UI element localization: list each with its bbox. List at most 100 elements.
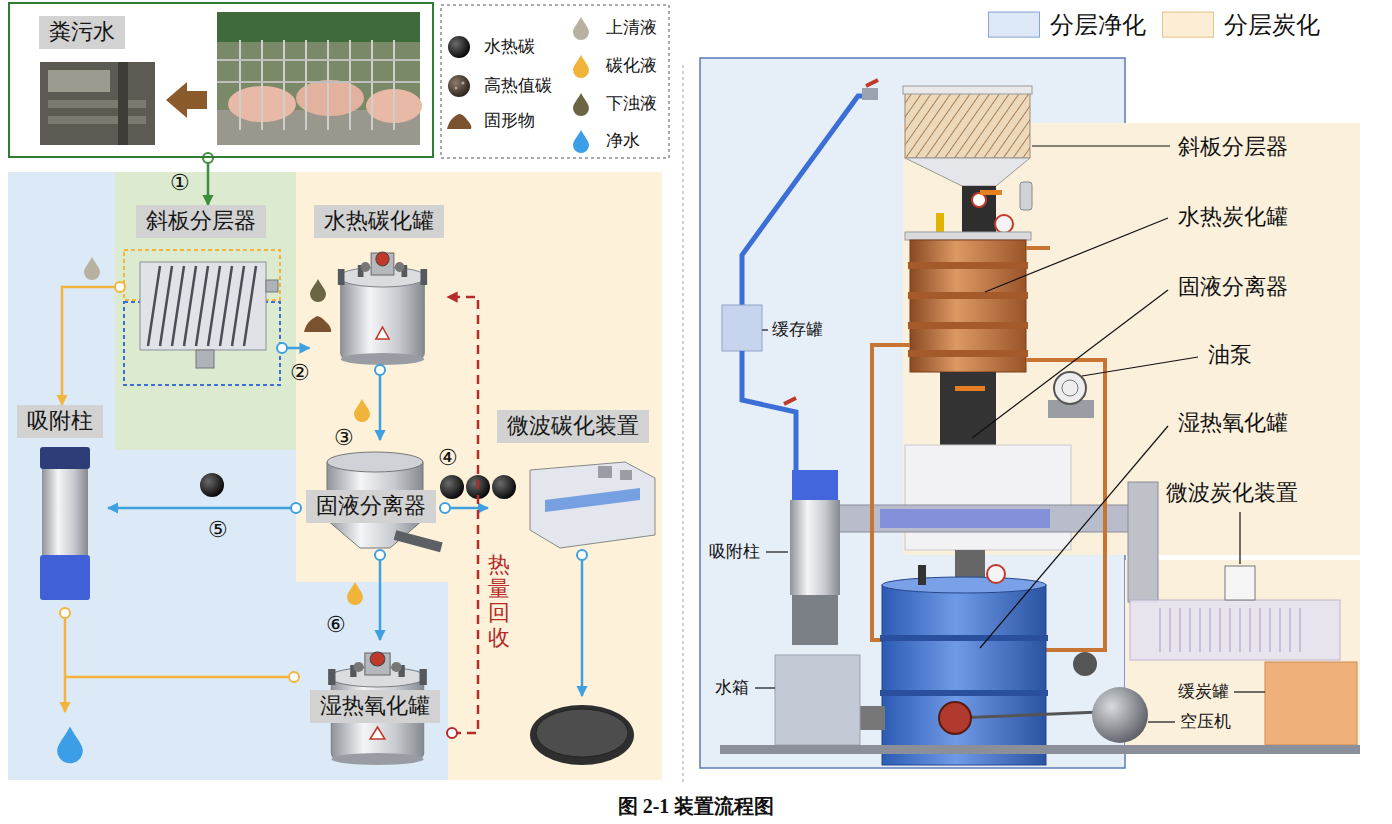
flow-arrow bbox=[375, 365, 385, 440]
legend-swatch bbox=[988, 12, 1040, 38]
hydrochar-ball bbox=[200, 473, 224, 497]
apparatus-drawing bbox=[830, 505, 1130, 532]
apparatus-drawing bbox=[792, 470, 838, 500]
leader-line bbox=[985, 218, 1168, 292]
outflow-line bbox=[60, 608, 70, 618]
sewage-photo bbox=[48, 116, 146, 124]
solid-liquid-separator-drawing bbox=[394, 530, 443, 552]
microwave-device-drawing bbox=[530, 462, 655, 548]
pig-farm-photo bbox=[217, 12, 420, 145]
apparatus-drawing bbox=[1160, 608, 1300, 652]
source-frame: 粪污水 bbox=[8, 2, 434, 158]
equipment-label: 水热碳化罐 bbox=[314, 205, 444, 238]
sewage-photo bbox=[40, 62, 155, 145]
high-value-char-icon bbox=[455, 87, 458, 90]
leader-line bbox=[972, 290, 1168, 438]
equipment-label: 粪污水 bbox=[39, 16, 125, 49]
apparatus-drawing bbox=[995, 215, 1013, 233]
apparatus-drawing bbox=[880, 635, 1048, 641]
step-number: ③ bbox=[334, 425, 354, 451]
legend-icon bbox=[568, 15, 594, 41]
microwave-device-drawing bbox=[545, 488, 640, 512]
apparatus-drawing bbox=[955, 712, 1100, 718]
part-name: 水箱 bbox=[715, 678, 749, 698]
liquid-drop-icon bbox=[573, 55, 589, 78]
apparatus-drawing bbox=[908, 322, 1028, 329]
edge-label: 热量回收 bbox=[488, 553, 510, 650]
hydrothermal-tank bbox=[338, 252, 427, 365]
pig-farm-photo bbox=[217, 60, 420, 82]
outflow-line bbox=[65, 676, 289, 679]
apparatus-drawing bbox=[939, 702, 971, 734]
outflow-line bbox=[289, 672, 299, 682]
apparatus-drawing bbox=[972, 193, 986, 207]
apparatus-drawing bbox=[742, 96, 872, 305]
apparatus-drawing bbox=[1073, 652, 1097, 676]
separator-drawing bbox=[124, 250, 280, 385]
apparatus-drawing bbox=[905, 445, 1071, 550]
legend-text: 上清液 bbox=[606, 18, 657, 38]
legend-icon bbox=[446, 73, 472, 99]
flow-arrow bbox=[62, 282, 125, 405]
legend-icon bbox=[446, 108, 472, 134]
part-name: 缓存罐 bbox=[772, 320, 823, 340]
step-number: ① bbox=[170, 170, 190, 196]
flow-arrow bbox=[203, 153, 213, 205]
connector-line bbox=[379, 555, 382, 640]
apparatus-ground bbox=[1125, 560, 1360, 745]
legend-text: 水热碳 bbox=[484, 37, 535, 57]
step-number: ⑤ bbox=[208, 517, 228, 543]
start-dot bbox=[375, 550, 385, 560]
apparatus-drawing bbox=[880, 509, 1050, 528]
part-name: 固液分离器 bbox=[1178, 274, 1288, 300]
legend-text: 高热值碳 bbox=[484, 76, 552, 96]
apparatus-drawing bbox=[1062, 380, 1078, 396]
sewage-photo bbox=[40, 62, 155, 145]
carbon-liquid-drop bbox=[347, 582, 363, 605]
start-dot bbox=[291, 503, 301, 513]
apparatus-drawing bbox=[905, 158, 1030, 186]
solids-icon bbox=[447, 114, 471, 129]
leader-line bbox=[1234, 691, 1265, 692]
leader-line bbox=[1148, 721, 1175, 722]
apparatus-drawing bbox=[908, 262, 1028, 269]
apparatus-drawing bbox=[1130, 600, 1340, 660]
apparatus-drawing bbox=[1092, 687, 1148, 743]
outflow-line bbox=[581, 560, 584, 696]
process-ground bbox=[296, 172, 662, 780]
panel-divider bbox=[683, 65, 684, 785]
turbid-drop bbox=[310, 279, 326, 302]
legend-item: 水热碳 bbox=[446, 34, 535, 60]
legend-item: 高热值碳 bbox=[446, 73, 552, 99]
apparatus-drawing bbox=[980, 190, 1002, 195]
start-dot bbox=[203, 153, 213, 163]
hydrochar-ball bbox=[440, 475, 464, 499]
legend-icon bbox=[568, 91, 594, 117]
apparatus-drawing bbox=[720, 745, 1360, 754]
separator-drawing bbox=[140, 262, 266, 350]
legend-text: 净水 bbox=[606, 131, 640, 151]
legend-icon bbox=[446, 34, 472, 60]
liquid-drop-icon bbox=[573, 130, 589, 153]
apparatus-drawing bbox=[866, 80, 878, 86]
equipment-node: 固液分离器 bbox=[296, 440, 445, 555]
apparatus-drawing bbox=[905, 232, 1031, 240]
hydrochar-icon bbox=[448, 36, 470, 58]
flow-arrow bbox=[440, 503, 488, 513]
liquid-drop-icon bbox=[573, 93, 589, 116]
apparatus-drawing bbox=[790, 500, 840, 595]
hydrochar-ball bbox=[492, 475, 516, 499]
part-name: 斜板分层器 bbox=[1178, 134, 1288, 160]
apparatus-drawing bbox=[903, 86, 1032, 94]
apparatus-drawing bbox=[742, 351, 796, 470]
pig-farm-photo bbox=[217, 12, 422, 145]
pig-farm-photo bbox=[240, 40, 394, 130]
equipment-node: 吸附柱 bbox=[12, 405, 108, 608]
liquid-drop-icon bbox=[573, 17, 589, 40]
part-name: 油泵 bbox=[1208, 342, 1252, 368]
flow-arrow bbox=[108, 503, 301, 513]
start-dot bbox=[375, 365, 385, 375]
separator-drawing bbox=[266, 280, 278, 292]
apparatus-drawing bbox=[987, 565, 1005, 583]
